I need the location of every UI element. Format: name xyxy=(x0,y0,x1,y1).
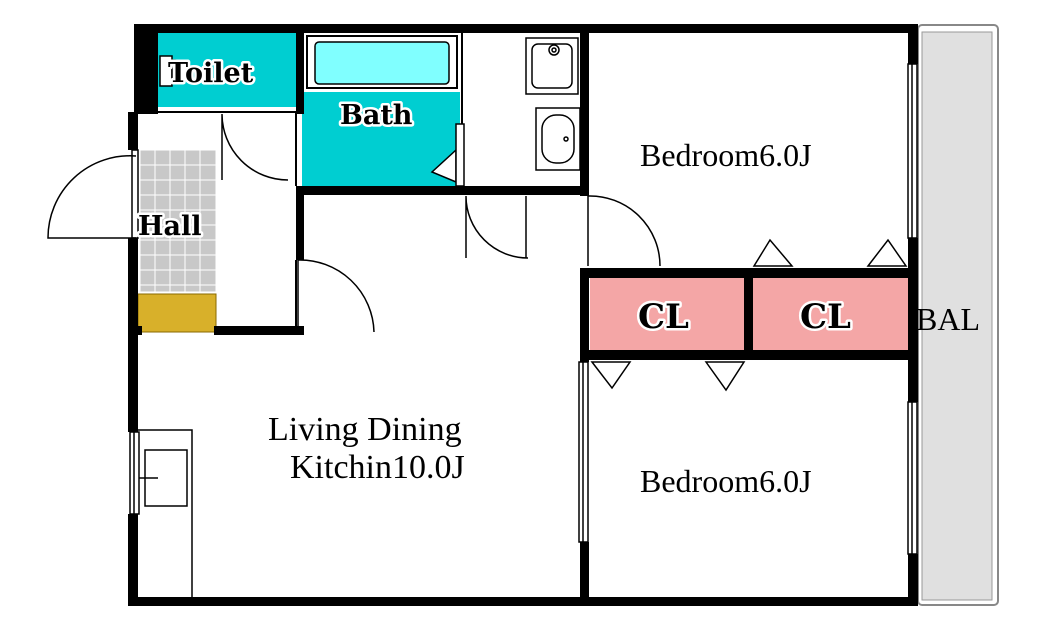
closet-left xyxy=(590,278,745,350)
hall-tiles xyxy=(139,149,217,293)
closet-right xyxy=(752,278,908,350)
wash-basin xyxy=(535,107,581,171)
washer-space xyxy=(525,37,579,95)
shoe-box xyxy=(137,293,217,333)
closet-right-label: CL xyxy=(800,297,851,337)
balcony xyxy=(917,24,999,606)
toilet-label: Toilet xyxy=(168,58,254,89)
kitchen-counter xyxy=(136,429,193,599)
bathtub xyxy=(306,35,458,89)
bedroom-lower-label: Bedroom6.0J xyxy=(640,463,812,499)
bedroom-upper-label: Bedroom6.0J xyxy=(640,137,812,173)
toilet-bowl xyxy=(159,55,189,87)
bath-label: Bath xyxy=(340,100,413,131)
living-label-line2: Kitchin10.0J xyxy=(290,449,465,486)
doors xyxy=(47,113,661,333)
living-label-line1: Living Dining xyxy=(268,411,462,448)
balcony-label: BAL xyxy=(916,301,980,337)
hall-label: Hall xyxy=(138,211,202,242)
walls xyxy=(128,24,918,606)
closet-left-label: CL xyxy=(638,297,689,337)
closet-doors xyxy=(590,238,908,392)
